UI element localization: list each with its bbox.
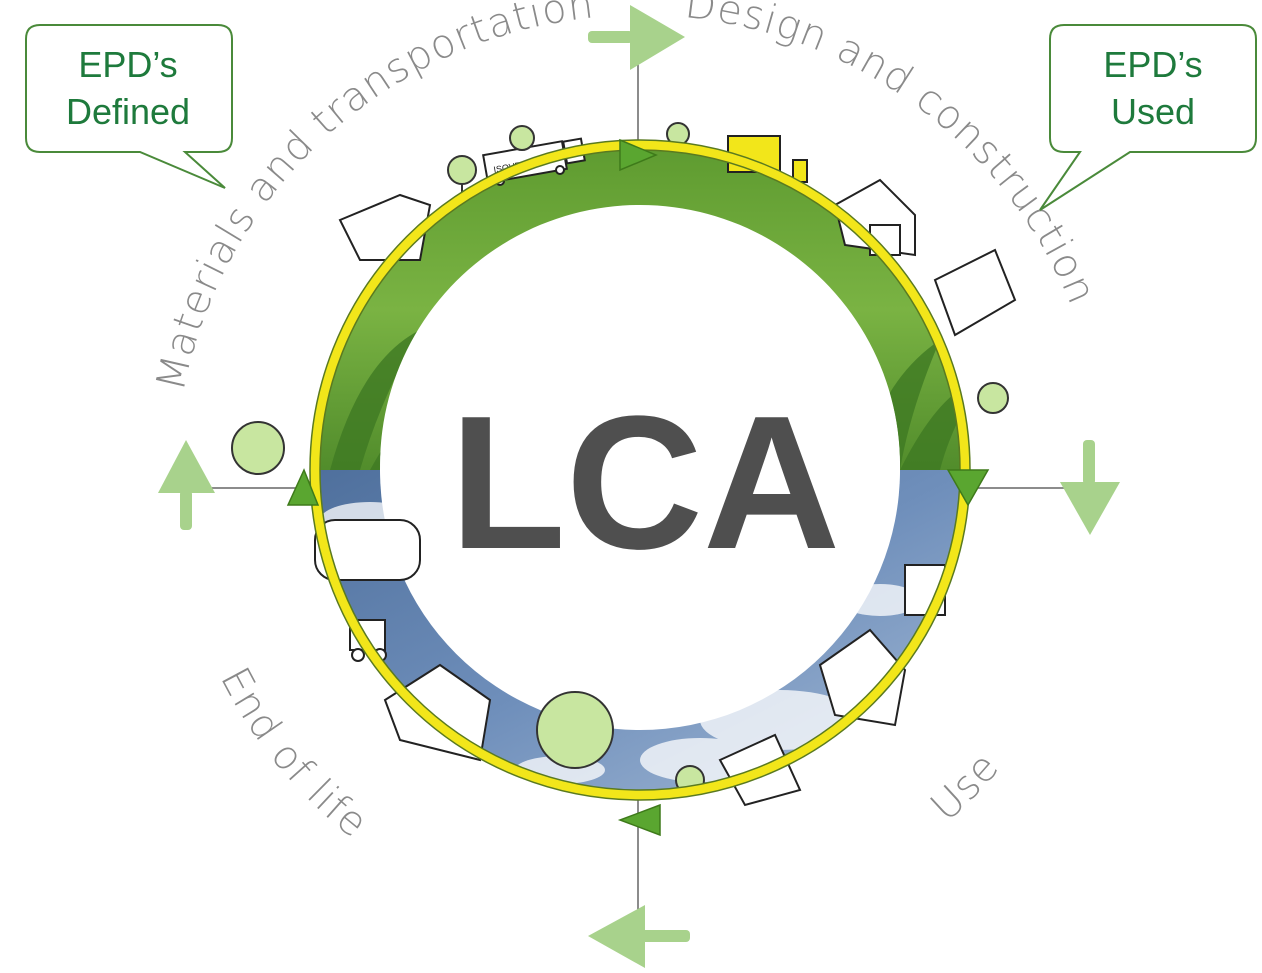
ring-arrows (286, 138, 990, 837)
callout-right-line1: EPD’s (1103, 44, 1202, 85)
callout-right: EPD’s Used (1039, 24, 1257, 211)
stage-label-use: Use (922, 744, 1008, 831)
tree-icon (231, 122, 1009, 795)
center-label: LCA (450, 377, 840, 589)
factory-icon (933, 248, 1017, 337)
callout-left: EPD’s Defined (25, 24, 233, 189)
stage-label-end-of-life: End of life (211, 660, 376, 847)
outer-arrow-left (158, 440, 215, 530)
tank-icon (314, 519, 421, 581)
ring-arrow-top (619, 138, 658, 172)
callout-left-line1: EPD’s (78, 44, 177, 85)
callout-left-line2: Defined (66, 91, 190, 132)
ring-arrow-right (946, 469, 990, 507)
outer-arrows (158, 5, 1120, 968)
ring-arrow-bottom (617, 803, 661, 837)
outer-arrow-right (1060, 440, 1120, 535)
center-disc (380, 210, 900, 730)
callout-right-line2: Used (1111, 91, 1195, 132)
outer-arrow-top (588, 5, 685, 70)
outer-arrow-bottom (588, 905, 690, 968)
ring-arrow-left (286, 468, 320, 506)
